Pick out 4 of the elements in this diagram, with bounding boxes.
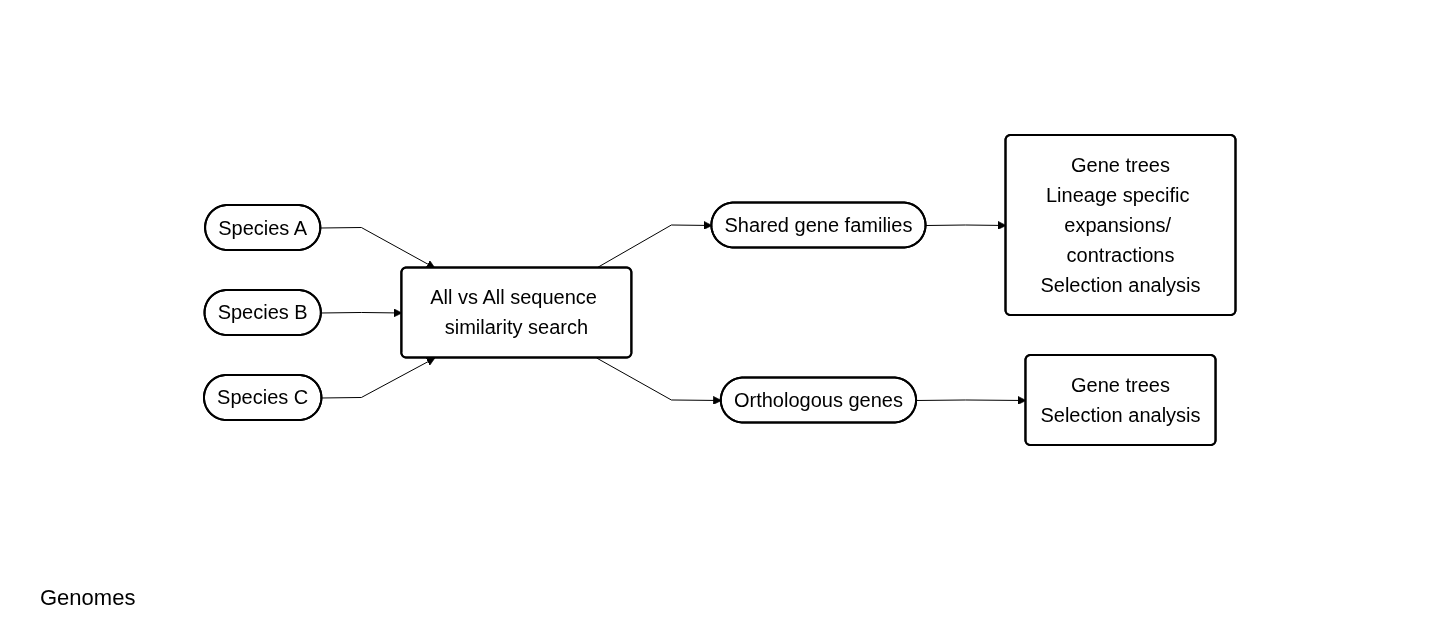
- arrow: [596, 357, 722, 405]
- arrow: [321, 357, 436, 399]
- arrow: [320, 227, 436, 269]
- caption-text: Genomes: [40, 585, 136, 611]
